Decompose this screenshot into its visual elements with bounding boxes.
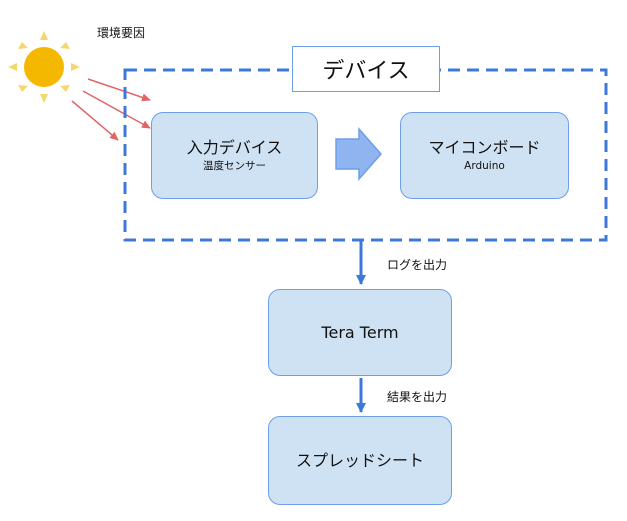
input-device-box: 入力デバイス 温度センサー bbox=[151, 112, 318, 199]
heat-arrows bbox=[71, 78, 151, 141]
environment-label: 環境要因 bbox=[97, 26, 146, 40]
sun-icon bbox=[8, 31, 80, 103]
device-group-title: デバイス bbox=[292, 46, 440, 92]
spreadsheet-box: スプレッドシート bbox=[268, 416, 452, 505]
tera-term-title: Tera Term bbox=[321, 322, 399, 342]
spreadsheet-title: スプレッドシート bbox=[295, 450, 424, 470]
input-device-subtitle: 温度センサー bbox=[203, 160, 266, 172]
tera-term-box: Tera Term bbox=[268, 289, 452, 376]
log-output-label: ログを出力 bbox=[387, 258, 448, 272]
microcontroller-subtitle: Arduino bbox=[464, 160, 505, 172]
block-arrow-icon bbox=[335, 127, 382, 181]
microcontroller-title: マイコンボード bbox=[428, 138, 541, 157]
device-group-border bbox=[123, 68, 608, 242]
input-device-title: 入力デバイス bbox=[186, 138, 283, 157]
microcontroller-box: マイコンボード Arduino bbox=[400, 112, 569, 199]
result-output-label: 結果を出力 bbox=[387, 390, 448, 404]
